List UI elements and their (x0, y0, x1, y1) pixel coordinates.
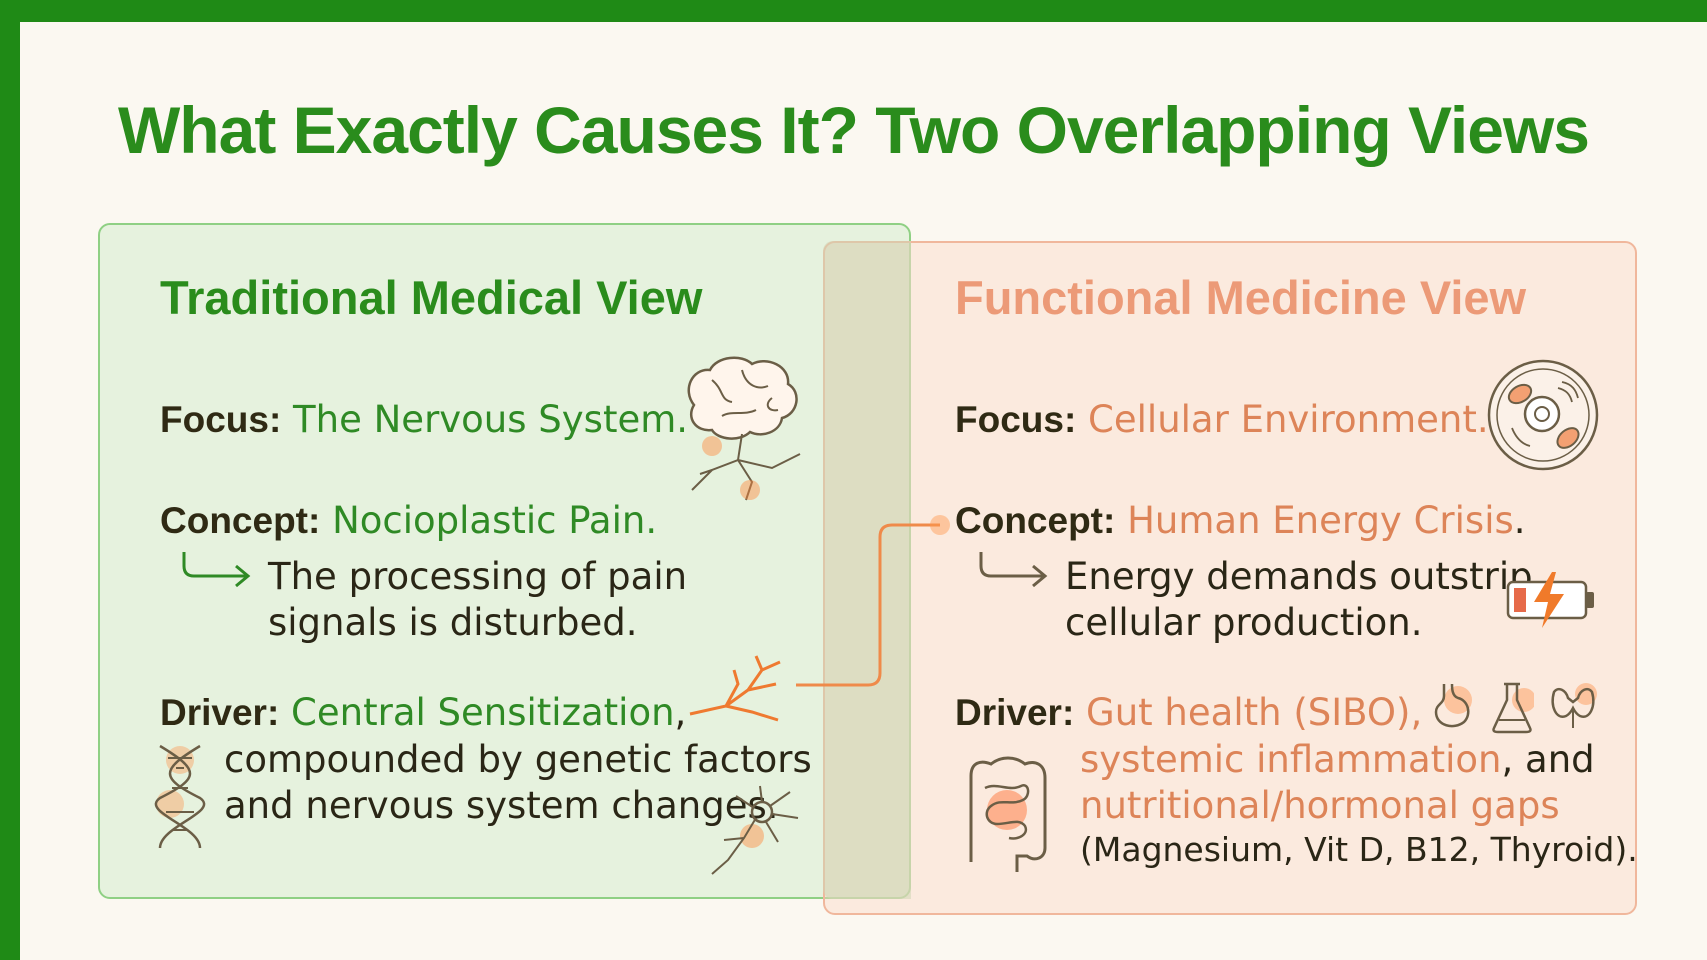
driver-value: Central Sensitization (291, 691, 675, 734)
driver-label: Driver: (955, 692, 1075, 733)
functional-driver-detail-2: nutritional/hormonal gaps (1080, 784, 1560, 827)
concept-detail-2: cellular production. (1065, 601, 1423, 644)
functional-view-heading: Functional Medicine View (955, 271, 1527, 324)
intestine-icon (969, 756, 1047, 872)
flask-icon (1492, 682, 1534, 734)
driver-suffix: , (674, 691, 687, 734)
brain-icon (687, 356, 801, 501)
functional-driver-line: Driver: Gut health (SIBO), (955, 691, 1422, 734)
cell-icon (1487, 359, 1599, 471)
nerve-branch-icon (689, 655, 781, 722)
concept-value: Nocioplastic Pain. (332, 499, 658, 542)
concept-arrow-icon (182, 552, 251, 588)
focus-label: Focus: (160, 399, 282, 440)
functional-driver-detail-3: (Magnesium, Vit D, B12, Thyroid). (1080, 830, 1638, 869)
traditional-view-heading: Traditional Medical View (160, 271, 703, 324)
traditional-concept-line: Concept: Nocioplastic Pain. (160, 499, 657, 542)
frame-left-border (0, 0, 20, 960)
concept-value: Human Energy Crisis (1127, 499, 1514, 542)
dna-icon (154, 744, 206, 849)
and-text: , and (1501, 738, 1595, 781)
functional-concept-line: Concept: Human Energy Crisis. (955, 499, 1526, 542)
stomach-icon (1434, 683, 1472, 728)
thyroid-icon (1551, 683, 1597, 728)
concept-arrow-icon (979, 552, 1048, 588)
functional-driver-detail-1: systemic inflammation, and (1080, 738, 1595, 781)
functional-focus-line: Focus: Cellular Environment. (955, 398, 1489, 441)
concept-label: Concept: (955, 500, 1116, 541)
low-battery-icon (1506, 572, 1594, 628)
concept-detail-1: The processing of pain (268, 555, 688, 598)
traditional-focus-line: Focus: The Nervous System. (160, 398, 688, 441)
page-title: What Exactly Causes It? Two Overlapping … (118, 93, 1590, 167)
driver-detail-2: and nervous system changes. (224, 784, 779, 827)
inflammation-text: systemic inflammation (1080, 738, 1502, 781)
connector-line (796, 515, 950, 687)
focus-value: Cellular Environment. (1088, 398, 1489, 441)
concept-label: Concept: (160, 500, 321, 541)
concept-detail-2: signals is disturbed. (268, 601, 638, 644)
traditional-driver-line: Driver: Central Sensitization, (160, 691, 686, 734)
functional-view-panel (823, 241, 1637, 915)
neuron-icon (711, 785, 799, 875)
driver-detail-1: compounded by genetic factors (224, 738, 812, 781)
focus-label: Focus: (955, 399, 1077, 440)
concept-detail-1: Energy demands outstrip (1065, 555, 1533, 598)
focus-value: The Nervous System. (293, 398, 689, 441)
concept-suffix: . (1513, 499, 1526, 542)
driver-value: Gut health (SIBO), (1086, 691, 1423, 734)
driver-label: Driver: (160, 692, 280, 733)
frame-top-border (0, 0, 1707, 22)
panel-overlap-region (823, 241, 911, 899)
